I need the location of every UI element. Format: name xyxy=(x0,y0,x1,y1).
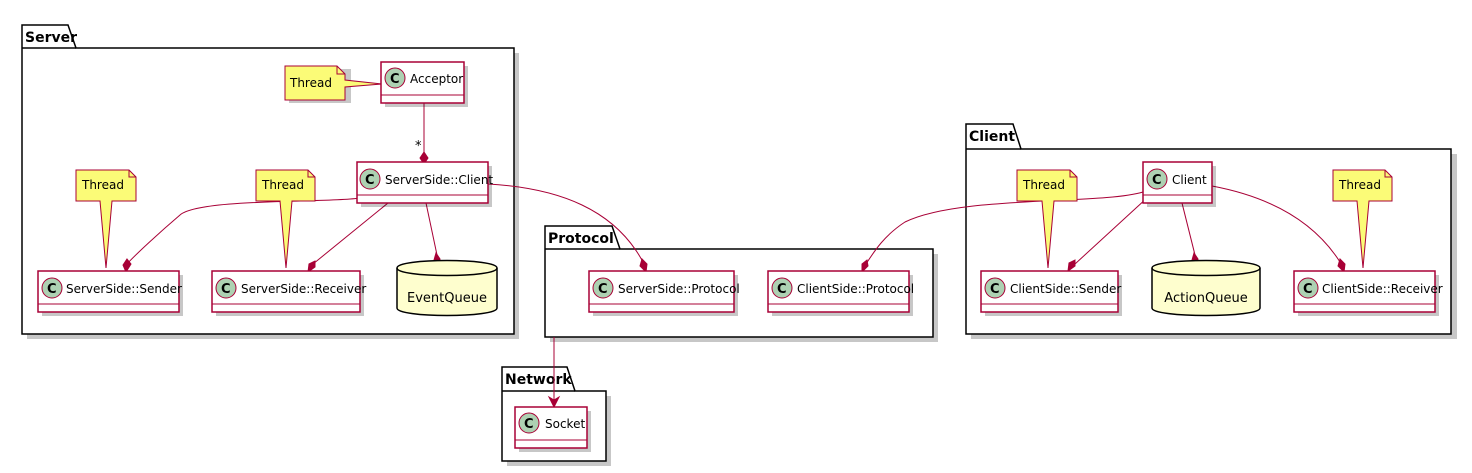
composition-diamond xyxy=(1337,258,1346,274)
note-acceptor: Thread xyxy=(284,65,383,103)
package-protocol-title: Protocol xyxy=(548,231,614,247)
class-c-letter: C xyxy=(990,282,1000,297)
note-client-receiver: Thread xyxy=(1332,169,1393,269)
package-client-title: Client xyxy=(969,129,1015,145)
edge-client-serverprotocol xyxy=(487,183,644,263)
class-c-icon xyxy=(359,168,381,190)
class-name: ServerSide::Client xyxy=(385,173,493,187)
class-c-icon xyxy=(984,277,1006,299)
class-serverside-protocol[interactable]: C ServerSide::Protocol xyxy=(588,270,740,316)
note-text: Thread xyxy=(1022,178,1065,192)
class-c-icon xyxy=(1297,277,1319,299)
edge-client-clientsender xyxy=(1074,196,1149,265)
composition-diamond xyxy=(861,259,869,274)
class-c-letter: C xyxy=(524,417,534,432)
class-acceptor[interactable]: C Acceptor xyxy=(380,61,468,107)
class-c-icon xyxy=(518,412,540,434)
multiplicity-label: * xyxy=(415,139,422,154)
class-clientside-protocol[interactable]: C ClientSide::Protocol xyxy=(767,270,914,316)
class-c-icon xyxy=(771,277,793,299)
class-c-icon xyxy=(41,277,63,299)
edge-client-clientprotocol xyxy=(865,191,1144,265)
class-c-letter: C xyxy=(777,282,787,297)
note-text: Thread xyxy=(261,178,304,192)
class-c-letter: C xyxy=(1152,173,1162,188)
class-name: ServerSide::Protocol xyxy=(618,282,740,296)
edges: * xyxy=(122,103,1346,409)
package-server-title: Server xyxy=(25,30,77,46)
class-c-letter: C xyxy=(47,282,57,297)
class-name: Client xyxy=(1172,173,1207,187)
class-clientside-receiver[interactable]: C ClientSide::Receiver xyxy=(1293,270,1443,316)
class-c-letter: C xyxy=(390,72,400,87)
database-actionqueue[interactable]: ActionQueue xyxy=(1151,259,1261,317)
class-c-letter: C xyxy=(365,173,375,188)
class-name: ClientSide::Sender xyxy=(1010,282,1121,296)
composition-diamond xyxy=(639,258,648,274)
note-receiver: Thread xyxy=(255,169,316,269)
class-serverside-client[interactable]: C ServerSide::Client xyxy=(356,161,493,207)
class-name: ClientSide::Protocol xyxy=(797,282,914,296)
edge-client-eventqueue xyxy=(425,202,438,256)
edge-client-sender xyxy=(125,197,361,266)
package-network-title: Network xyxy=(505,372,572,388)
class-c-letter: C xyxy=(598,282,608,297)
database-label: ActionQueue xyxy=(1164,291,1247,306)
class-name: ServerSide::Receiver xyxy=(241,282,366,296)
class-c-icon xyxy=(1146,168,1168,190)
class-name: ServerSide::Sender xyxy=(66,282,182,296)
composition-diamond xyxy=(122,258,132,274)
edge-client-clientreceiver xyxy=(1211,185,1341,263)
class-serverside-sender[interactable]: C ServerSide::Sender xyxy=(37,270,183,316)
database-label: EventQueue xyxy=(407,291,487,306)
edge-client-actionqueue xyxy=(1181,202,1196,256)
note-text: Thread xyxy=(1338,178,1381,192)
note-sender: Thread xyxy=(75,169,137,269)
edge-client-receiver xyxy=(312,202,389,265)
class-client[interactable]: C Client xyxy=(1142,161,1216,207)
class-name: ClientSide::Receiver xyxy=(1322,282,1443,296)
class-c-letter: C xyxy=(1303,282,1313,297)
class-serverside-receiver[interactable]: C ServerSide::Receiver xyxy=(211,270,366,316)
composition-diamond xyxy=(307,260,316,274)
note-client-sender: Thread xyxy=(1016,169,1078,269)
database-eventqueue[interactable]: EventQueue xyxy=(396,259,498,317)
class-name: Acceptor xyxy=(410,72,463,86)
arrowhead xyxy=(547,395,561,409)
note-text: Thread xyxy=(81,178,124,192)
class-c-icon xyxy=(384,67,406,89)
note-text: Thread xyxy=(289,76,332,90)
class-c-icon xyxy=(592,277,614,299)
composition-diamond xyxy=(1067,259,1076,273)
class-name: Socket xyxy=(545,417,585,431)
class-clientside-sender[interactable]: C ClientSide::Sender xyxy=(980,270,1122,316)
class-c-icon xyxy=(215,277,237,299)
class-c-letter: C xyxy=(221,282,231,297)
class-socket[interactable]: C Socket xyxy=(514,406,591,452)
